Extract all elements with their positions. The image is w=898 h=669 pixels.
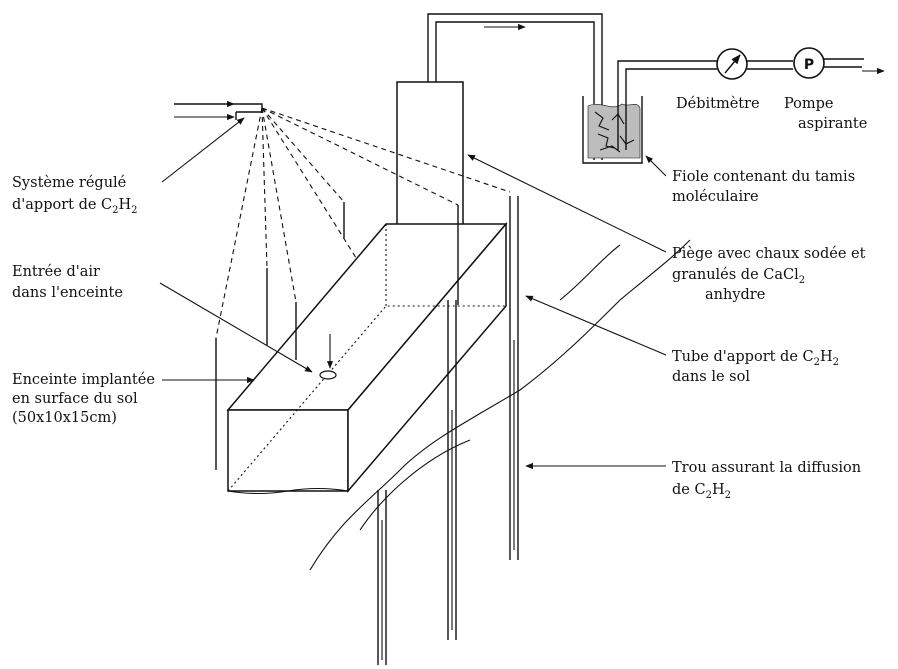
trou-label-line2: de C2H2: [672, 482, 731, 501]
label-trou: Trou assurant la diffusion de C2H2: [672, 460, 861, 501]
c2h2-delivery-tubes: [215, 196, 519, 665]
soda-lime-trap: [396, 81, 464, 260]
label-tube: Tube d'apport de C2H2 dans le sol: [672, 349, 839, 385]
label-entree-air: Entrée d'air dans l'enceinte: [12, 264, 123, 301]
enceinte-label-line3: (50x10x15cm): [12, 410, 117, 426]
c2h2-injection-nozzle: [174, 100, 263, 121]
systeme-label-line2: d'apport de C2H2: [12, 197, 138, 216]
piege-label-line2: granulés de CaCl2: [672, 267, 805, 286]
soil-enclosure-box: [226, 221, 508, 495]
pump-exhaust: [824, 58, 864, 68]
air-inlet-hole: [319, 370, 337, 380]
pompe-label-line2: aspirante: [798, 116, 867, 132]
pipe-flowmeter-pump: [747, 60, 793, 70]
fiole-label-line1: Fiole contenant du tamis: [672, 169, 855, 185]
piege-label-line3: anhydre: [705, 287, 765, 303]
leader-arrows: [159, 117, 667, 470]
label-debitmetre-pompe: Débitmètre Pompe aspirante: [676, 96, 867, 132]
enceinte-label-line2: en surface du sol: [12, 391, 138, 407]
tube-label-line1: Tube d'apport de C2H2: [672, 349, 839, 368]
molecular-sieve-flask: [582, 60, 717, 164]
systeme-label-line1: Système régulé: [12, 175, 126, 191]
pompe-label-line1: Pompe: [784, 96, 834, 112]
soil-surface-line-2: [359, 244, 621, 531]
pump-glyph: P: [804, 57, 814, 73]
label-fiole: Fiole contenant du tamis moléculaire: [672, 169, 855, 205]
label-enceinte: Enceinte implantée en surface du sol (50…: [12, 372, 155, 426]
tube-label-line2: dans le sol: [672, 369, 750, 385]
pump-icon: P: [793, 47, 825, 79]
flowmeter-gauge-icon: [716, 48, 748, 80]
entree-label-line1: Entrée d'air: [12, 264, 100, 280]
label-systeme-regule: Système régulé d'apport de C2H2: [12, 175, 138, 216]
label-piege: Piège avec chaux sodée et granulés de Ca…: [672, 246, 866, 303]
piege-label-line1: Piège avec chaux sodée et: [672, 246, 866, 262]
debitmetre-label: Débitmètre: [676, 96, 760, 112]
fiole-label-line2: moléculaire: [672, 189, 759, 205]
entree-label-line2: dans l'enceinte: [12, 285, 123, 301]
trou-label-line1: Trou assurant la diffusion: [672, 460, 861, 476]
enceinte-label-line1: Enceinte implantée: [12, 372, 155, 388]
suction-pipe: [427, 13, 603, 160]
